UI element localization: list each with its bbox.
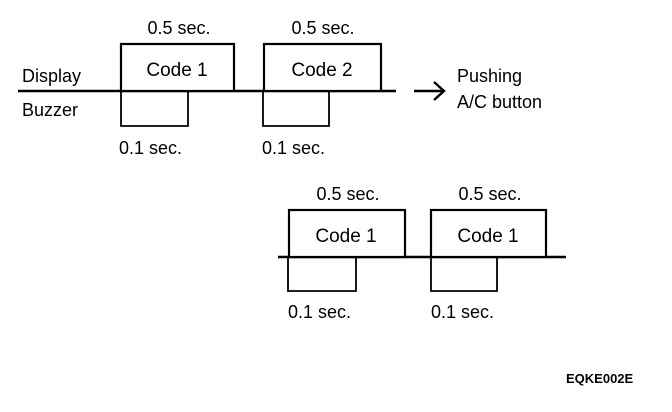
- buzzer-pulse: [430, 257, 498, 292]
- buzzer-label: Buzzer: [22, 100, 78, 120]
- action-label-line1: Pushing: [457, 66, 522, 86]
- display-code-label: Code 1: [315, 226, 376, 247]
- pulse-top-1: Code 1 0.5 sec. 0.1 sec.: [119, 18, 236, 158]
- display-label: Display: [22, 66, 81, 86]
- display-pulse-box: [429, 208, 548, 259]
- buzzer-duration-label: 0.1 sec.: [262, 138, 325, 158]
- pulse-bottom-2: Code 1 0.5 sec. 0.1 sec.: [429, 184, 548, 322]
- pulse-top-2: Code 2 0.5 sec. 0.1 sec.: [262, 18, 383, 158]
- display-duration-label: 0.5 sec.: [458, 184, 521, 204]
- buzzer-duration-label: 0.1 sec.: [288, 302, 351, 322]
- buzzer-pulse: [120, 91, 189, 127]
- sequence-top: Display Buzzer Code 1 0.5 sec. 0.1 sec. …: [18, 18, 396, 158]
- display-pulse-box: [287, 208, 407, 259]
- display-duration-label: 0.5 sec.: [291, 18, 354, 38]
- figure-reference: EQKE002E: [566, 371, 634, 386]
- sequence-bottom: Code 1 0.5 sec. 0.1 sec. Code 1 0.5 sec.…: [278, 184, 566, 322]
- display-code-label: Code 1: [457, 226, 518, 247]
- display-duration-label: 0.5 sec.: [147, 18, 210, 38]
- buzzer-pulse: [262, 91, 330, 127]
- buzzer-duration-label: 0.1 sec.: [431, 302, 494, 322]
- action-label-line2: A/C button: [457, 92, 542, 112]
- action-indicator: Pushing A/C button: [414, 66, 542, 112]
- display-pulse-box: [262, 42, 383, 93]
- display-code-label: Code 2: [291, 60, 352, 81]
- buzzer-pulse: [287, 257, 357, 292]
- arrow-head-icon: [433, 81, 446, 101]
- display-code-label: Code 1: [146, 60, 207, 81]
- display-duration-label: 0.5 sec.: [316, 184, 379, 204]
- buzzer-duration-label: 0.1 sec.: [119, 138, 182, 158]
- display-pulse-box: [119, 42, 236, 93]
- pulse-bottom-1: Code 1 0.5 sec. 0.1 sec.: [287, 184, 407, 322]
